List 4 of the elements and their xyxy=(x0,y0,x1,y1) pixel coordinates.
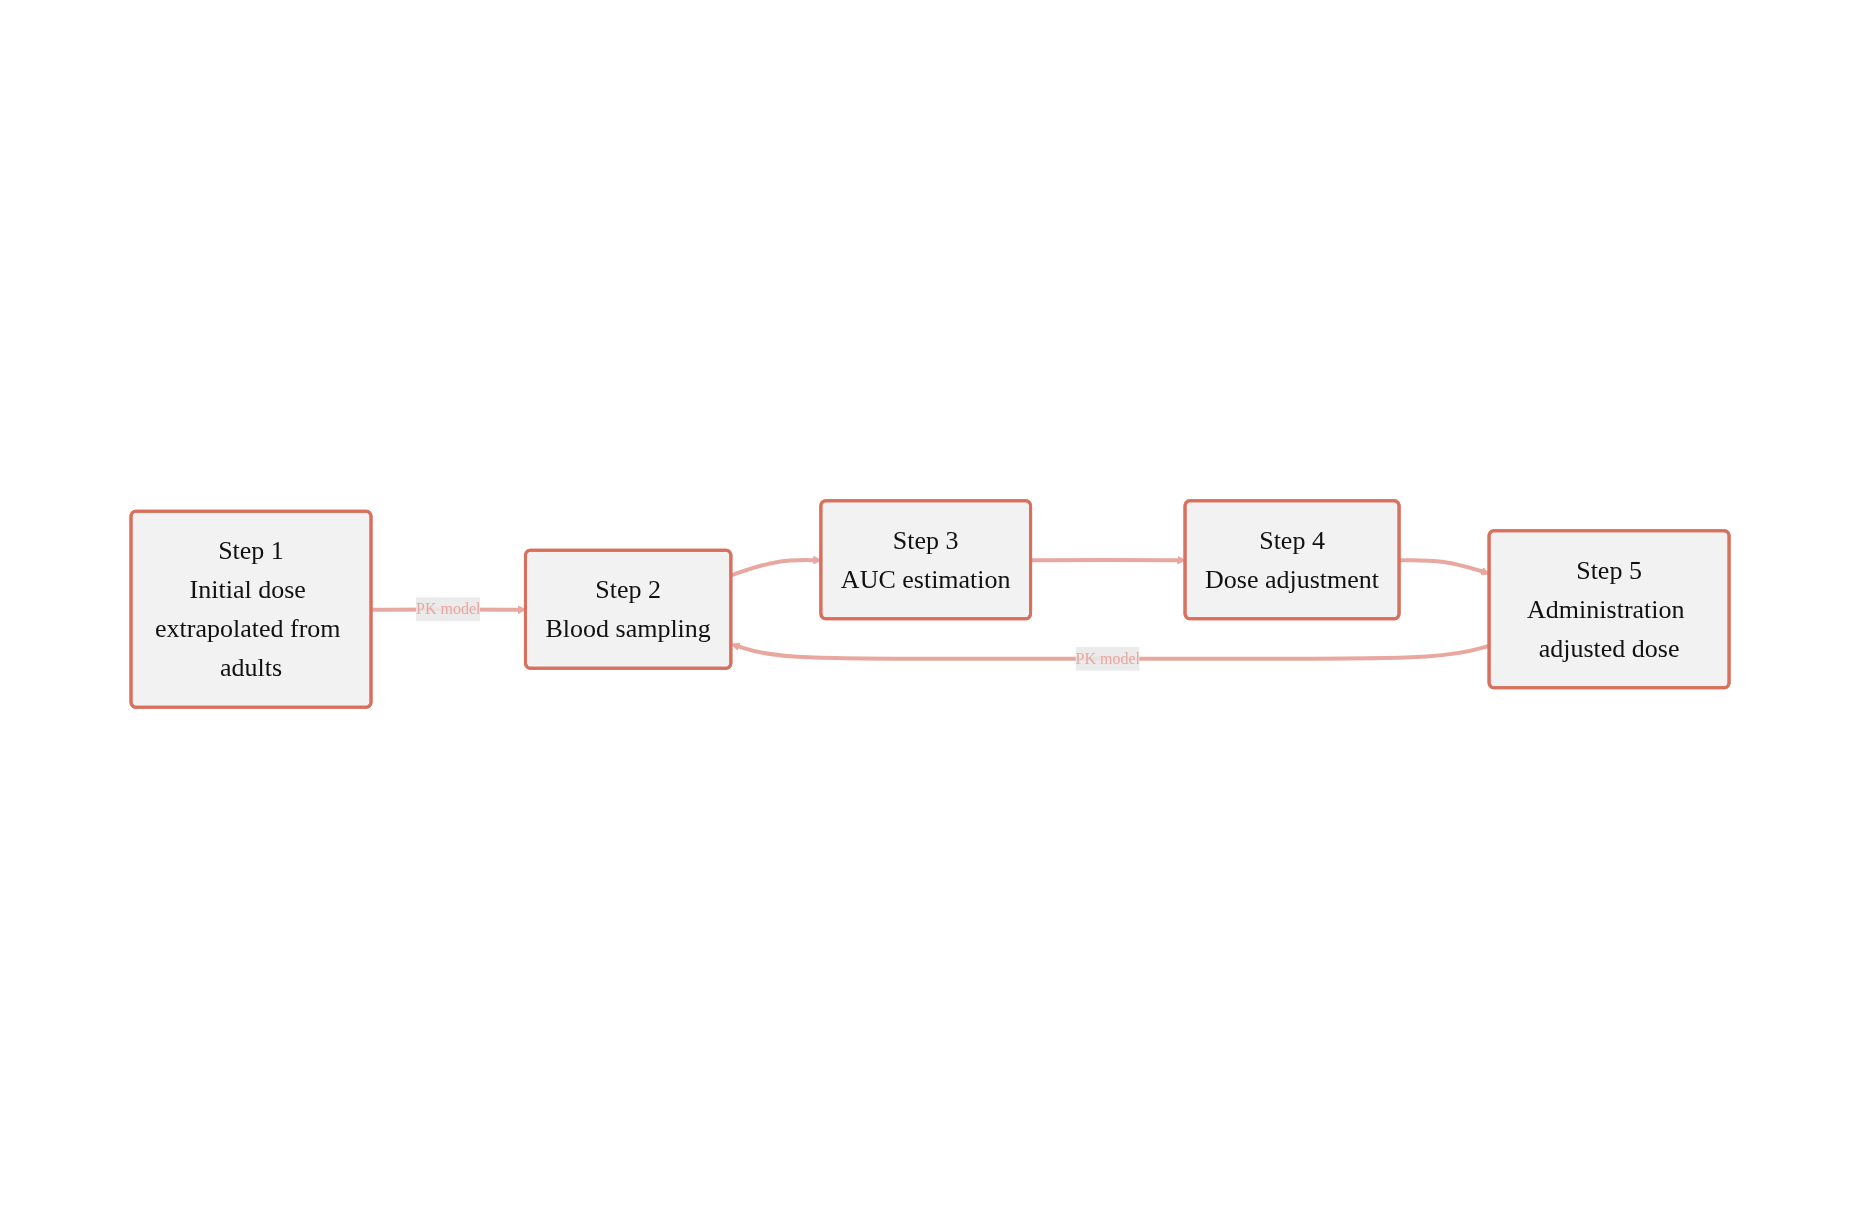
edge-label: PK model xyxy=(1075,649,1140,667)
edge-label: PK model xyxy=(415,599,481,617)
arrow xyxy=(1399,557,1490,576)
arrow xyxy=(1031,555,1186,565)
